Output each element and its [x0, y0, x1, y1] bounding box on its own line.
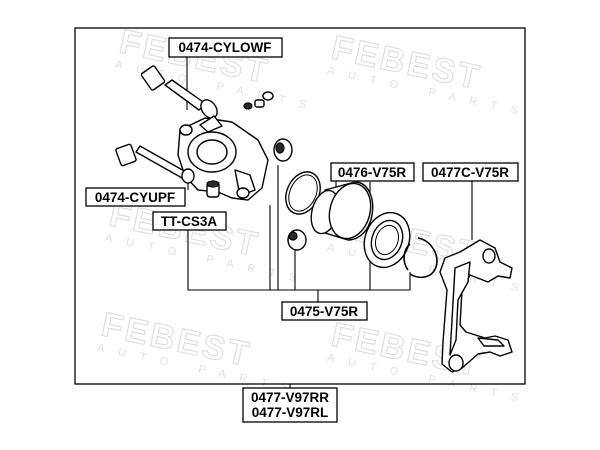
leader-lines	[186, 52, 473, 390]
caliper-body	[177, 115, 269, 201]
mounting-bracket	[439, 239, 513, 373]
label-slide-pin-lower-text: 0474-CYUPF	[95, 190, 175, 205]
retaining-ring	[403, 237, 438, 279]
diagram-frame	[74, 27, 526, 385]
label-assembly-rl-text: 0477-V97RL	[252, 405, 329, 420]
label-slide-pin-upper-text: 0474-CYLOWF	[178, 40, 271, 55]
upper-slide-pin	[140, 65, 218, 119]
bleeder-screw	[243, 91, 274, 110]
piston-seal-ring	[285, 171, 321, 215]
lower-slide-pin	[115, 143, 195, 184]
dust-boot	[363, 211, 411, 269]
label-bleeder-cap-text: TT-CS3A	[161, 214, 218, 229]
label-piston: 0476-V75R	[330, 162, 415, 182]
piston	[310, 181, 374, 241]
label-repair-kit-text: 0475-V75R	[290, 304, 359, 319]
label-assembly-rr-text: 0477-V97RR	[251, 390, 329, 405]
label-slide-pin-upper: 0474-CYLOWF	[168, 37, 283, 58]
label-mounting-bracket-text: 0477C-V75R	[431, 165, 509, 180]
label-piston-text: 0476-V75R	[338, 165, 407, 180]
guide-boot-lower	[287, 229, 307, 251]
label-slide-pin-lower: 0474-CYUPF	[85, 187, 186, 207]
label-assembly: 0477-V97RR 0477-V97RL	[242, 387, 338, 423]
label-bleeder-cap: TT-CS3A	[152, 211, 227, 231]
label-repair-kit: 0475-V75R	[281, 301, 368, 321]
bleeder-cap	[206, 180, 220, 198]
label-mounting-bracket: 0477C-V75R	[422, 162, 519, 182]
guide-boot-upper	[273, 138, 293, 162]
